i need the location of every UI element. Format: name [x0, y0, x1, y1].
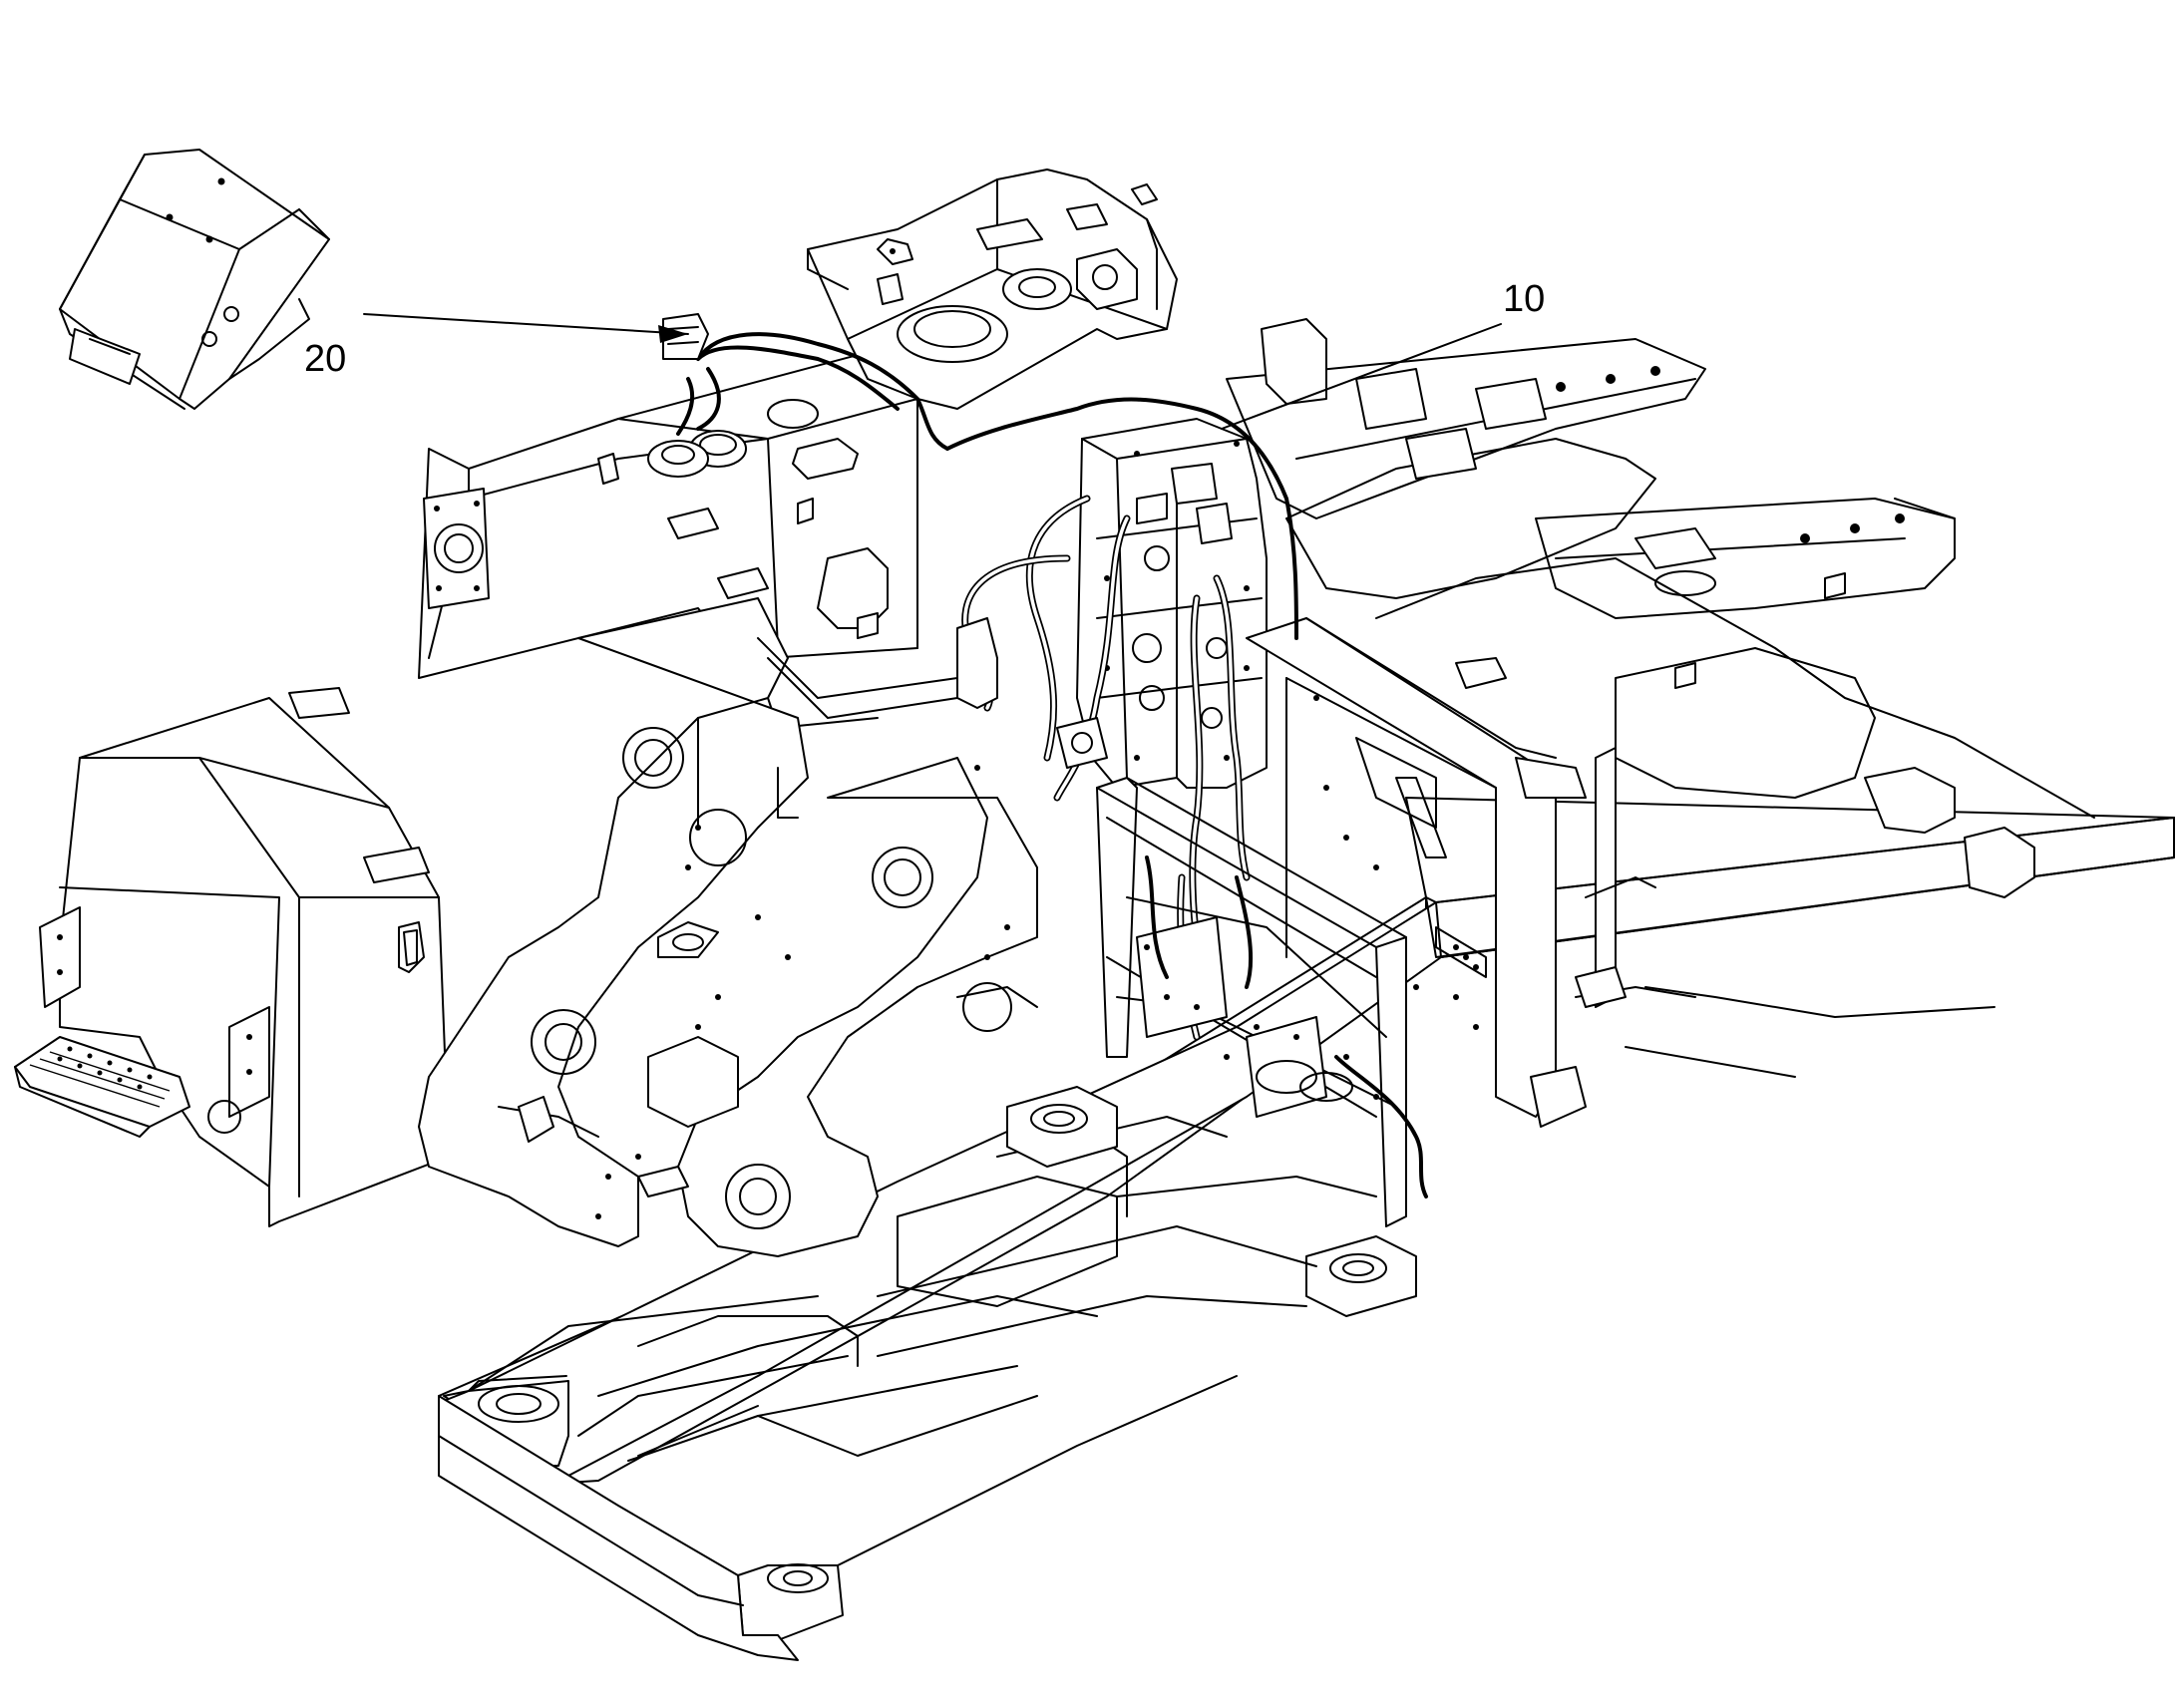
tank-box	[418, 338, 918, 729]
main-frame	[438, 797, 2175, 1661]
leader-lines	[363, 313, 1502, 430]
callout-label-20: 20	[304, 338, 346, 380]
cover-20	[59, 149, 330, 410]
counterweight	[14, 687, 450, 1227]
rear-rail	[1226, 318, 2095, 1078]
control-valve	[757, 418, 1268, 1041]
upper-tank	[807, 169, 1178, 410]
boom-foot	[418, 597, 1417, 1357]
electrical-panel	[1096, 617, 1656, 1227]
harness-10	[662, 313, 1298, 640]
callout-label-10: 10	[1503, 278, 1545, 320]
